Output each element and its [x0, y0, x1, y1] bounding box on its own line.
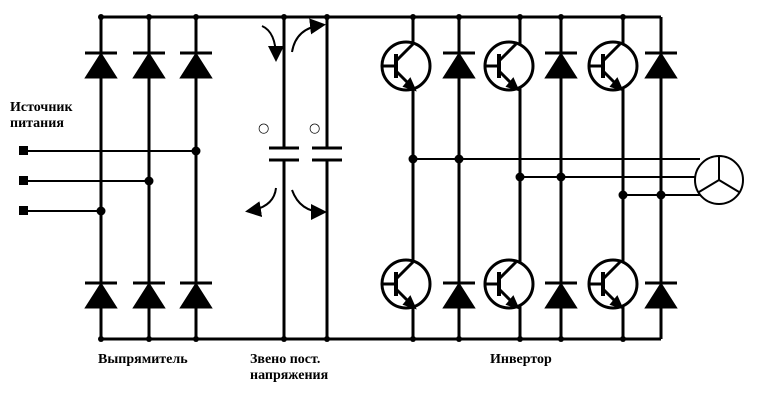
capacitor-polarity-mark: ○ [258, 121, 270, 136]
transistor-icon [380, 258, 432, 310]
diode-icon [132, 51, 166, 79]
diode-icon [442, 281, 476, 309]
diode-icon [84, 51, 118, 79]
arrow-icon [261, 25, 284, 62]
transistor-icon [483, 258, 535, 310]
arrow-icon [245, 187, 277, 217]
current-arrows [245, 18, 327, 220]
source-input-lines [19, 146, 201, 216]
diode-icon [644, 51, 678, 79]
source-label-line1: Источник [10, 100, 73, 115]
arrow-icon [291, 18, 326, 53]
dc-link [269, 17, 342, 339]
output-lines [408, 154, 700, 200]
diode-icon [179, 281, 213, 309]
source-label: Источник питания [10, 100, 73, 132]
transistor-icon [587, 40, 639, 92]
diode-icon [544, 51, 578, 79]
rectifier-label: Выпрямитель [98, 352, 188, 367]
rectifier-diodes-upper [84, 51, 213, 79]
diode-icon [544, 281, 578, 309]
terminal-icon [19, 206, 28, 215]
dc-link-label-line2: напряжения [250, 368, 329, 383]
junction-dots [98, 14, 626, 342]
diode-icon [84, 281, 118, 309]
inverter-transistors [380, 40, 639, 310]
diode-icon [644, 281, 678, 309]
transistor-icon [380, 40, 432, 92]
inverter-diodes [442, 51, 678, 309]
diode-icon [179, 51, 213, 79]
dc-link-label: Звено пост. напряжения [250, 352, 328, 384]
diode-icon [442, 51, 476, 79]
terminal-icon [19, 176, 28, 185]
rectifier-diodes-lower [84, 281, 213, 309]
inverter-label: Инвертор [490, 352, 552, 367]
motor-icon [694, 155, 744, 205]
transistor-icon [483, 40, 535, 92]
arrow-icon [291, 189, 327, 220]
capacitor-polarity-mark: ○ [309, 121, 321, 136]
source-label-line2: питания [10, 116, 64, 131]
transistor-icon [587, 258, 639, 310]
terminal-icon [19, 146, 28, 155]
diode-icon [132, 281, 166, 309]
dc-link-label-line1: Звено пост. [250, 352, 321, 367]
